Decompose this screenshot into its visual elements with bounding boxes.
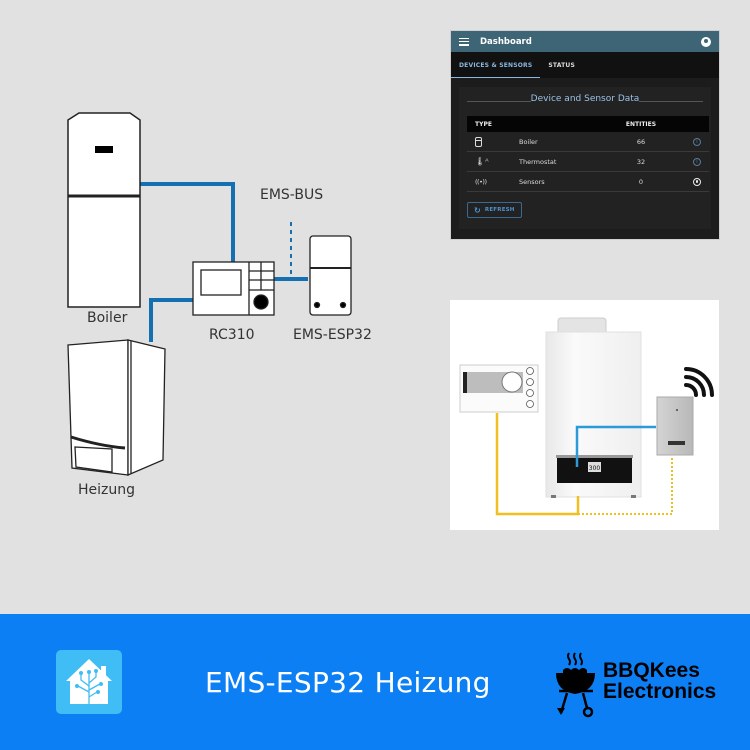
dashboard-header: Dashboard (451, 31, 719, 52)
divider (639, 101, 703, 102)
entity-count: 0 (638, 177, 644, 186)
column-type: TYPE (475, 120, 492, 128)
device-sensor-card: Device and Sensor Data TYPE ENTITIES Boi… (459, 87, 711, 229)
footer-title: EMS-ESP32 Heizung (205, 666, 491, 699)
entity-count: 32 (636, 157, 646, 166)
device-name: Sensors (519, 177, 545, 186)
refresh-label: REFRESH (484, 207, 515, 213)
column-entities: ENTITIES (625, 120, 657, 128)
table-row[interactable]: 🌡︎ᴬ Thermostat 32 i (467, 152, 709, 172)
device-name: Boiler (519, 137, 538, 146)
ems-bus-label: EMS-BUS (260, 187, 324, 203)
yellow-dotted-wire (578, 458, 673, 515)
home-assistant-logo-icon (56, 650, 122, 714)
account-circle-icon[interactable] (701, 36, 711, 47)
installation-drawing: 300 (459, 317, 714, 516)
info-icon[interactable]: i (693, 157, 701, 166)
thermostat-icon: 🌡︎ᴬ (475, 157, 489, 166)
table-header: TYPE ENTITIES (467, 116, 709, 132)
refresh-button[interactable]: ↻ REFRESH (467, 202, 522, 218)
bbq-grill-icon (556, 652, 595, 718)
boiler-device-icon (475, 136, 482, 147)
boiler-unit (67, 112, 141, 308)
thermostat-controller (459, 364, 539, 413)
table-row[interactable]: ((•)) Sensors 0 (467, 172, 709, 192)
boiler-label: Boiler (87, 310, 128, 326)
brand-line-1: BBQKees (603, 659, 700, 682)
devices-table: TYPE ENTITIES Boiler 66 i 🌡︎ᴬ Thermostat… (467, 116, 709, 192)
heater-label: Heizung (78, 482, 136, 498)
rc310-controller (192, 261, 275, 316)
table-row[interactable]: Boiler 66 i (467, 132, 709, 152)
ems-bus-diagram: Boiler Heizung RC310 EMS-ESP32 EMS-BUS (0, 0, 440, 560)
wifi-signal-icon (684, 367, 714, 397)
card-title: Device and Sensor Data (530, 94, 640, 104)
entity-count: 66 (636, 137, 646, 146)
blue-wire (575, 425, 656, 467)
heater-unit (67, 339, 166, 476)
rc310-label: RC310 (209, 327, 255, 343)
ems-esp-dashboard-screenshot: Dashboard DEVICES & SENSORS STATUS Devic… (450, 30, 720, 240)
dashboard-title: Dashboard (480, 36, 532, 47)
footer-banner: EMS-ESP32 Heizung BBQKees Electronics (0, 614, 750, 750)
wifi-gateway-module (656, 396, 694, 456)
brand-line-2: Electronics (603, 680, 717, 703)
divider (467, 101, 531, 102)
diagram-drawing (67, 112, 352, 476)
device-name: Thermostat (519, 157, 557, 166)
add-circle-icon[interactable] (693, 177, 701, 186)
brand-name: BBQKees Electronics (603, 660, 716, 702)
bbqkees-logo: BBQKees Electronics (555, 651, 745, 721)
yellow-wire (495, 413, 580, 516)
ems-esp32-gateway (309, 235, 352, 316)
sensors-icon: ((•)) (475, 177, 487, 186)
tab-status[interactable]: STATUS (548, 61, 576, 69)
refresh-icon: ↻ (474, 205, 481, 215)
hamburger-menu-icon[interactable] (459, 37, 469, 46)
ems-esp32-label: EMS-ESP32 (293, 327, 372, 343)
tab-devices-sensors[interactable]: DEVICES & SENSORS (451, 52, 541, 78)
info-icon[interactable]: i (693, 137, 701, 146)
svg-text:300: 300 (589, 465, 601, 472)
installation-photo: 300 (450, 300, 719, 530)
dashboard-tabs: DEVICES & SENSORS STATUS (451, 52, 719, 78)
